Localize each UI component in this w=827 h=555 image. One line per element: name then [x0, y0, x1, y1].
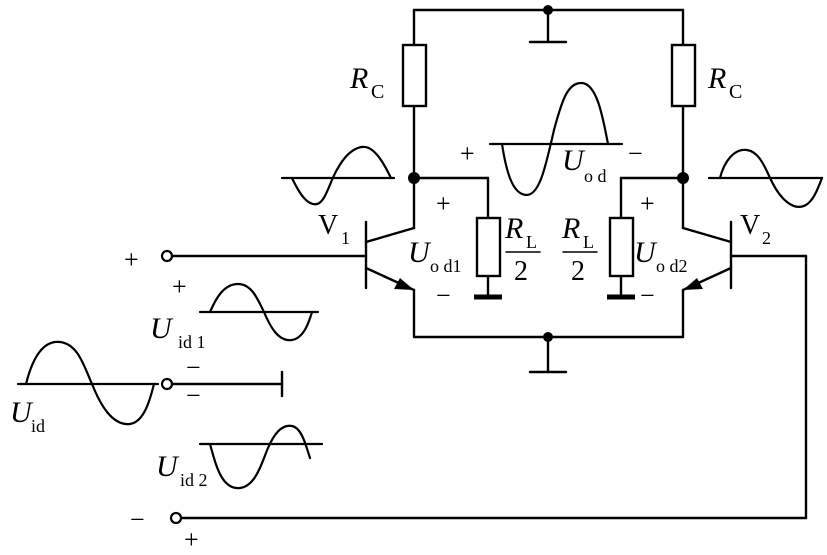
uod2-plus: +: [640, 189, 655, 218]
uid1-sub: id 1: [178, 332, 206, 352]
top-rail-junction: [543, 5, 553, 15]
left-collector-junction: [408, 172, 420, 184]
rl-right-sub: L: [583, 232, 594, 252]
rl-left-den: 2: [514, 256, 528, 287]
rl-right-resistor: [608, 216, 635, 278]
bottom-rail-junction: [543, 332, 553, 342]
uid-sub: id: [31, 416, 45, 436]
v1-sub: 1: [341, 228, 350, 248]
v1-emitter-arrow: [394, 278, 414, 290]
uod-label: U: [562, 144, 586, 177]
right-collector-junction: [677, 172, 689, 184]
rl-right-den: 2: [571, 256, 585, 287]
v2-emitter-arrow: [683, 278, 703, 290]
wave-uod: [500, 81, 610, 197]
rc-right-resistor: [670, 43, 697, 108]
uod1-plus: +: [436, 189, 451, 218]
circuit-wires: [170, 8, 808, 520]
wave-right-collector: [718, 148, 824, 208]
wave-uid2: [208, 424, 312, 490]
rc-left-sub: C: [371, 81, 384, 103]
wave-left-collector: [290, 145, 393, 206]
v1-label: V: [318, 210, 338, 241]
rc-right-sub: C: [729, 81, 742, 103]
wave-uid: [24, 340, 156, 426]
input-bottom-plus: +: [184, 525, 199, 554]
rc-left-label: R: [349, 62, 368, 95]
v2-label: V: [740, 210, 760, 241]
uid1-plus: +: [172, 272, 187, 301]
uid1-label: U: [150, 312, 174, 345]
uod-plus: +: [460, 139, 475, 168]
rl-right-label: R: [561, 212, 580, 245]
input-mid-sign: −: [186, 381, 201, 410]
v2-collector-lead: [681, 226, 733, 244]
input-terminal-top: [160, 249, 174, 263]
uid-label: U: [10, 396, 34, 429]
input-terminal-middle: [160, 377, 174, 391]
rc-right-label: R: [707, 62, 726, 95]
uid1-minus: −: [186, 353, 201, 382]
uod-minus: −: [628, 139, 643, 168]
uod1-label: U: [408, 236, 432, 269]
uod1-sub: o d1: [430, 256, 462, 276]
input-bottom-minus: −: [130, 505, 145, 534]
waveforms: [16, 81, 824, 490]
uid2-label: U: [156, 450, 180, 483]
rl-left-sub: L: [526, 232, 537, 252]
v1-collector-lead: [364, 226, 416, 244]
uod2-minus: −: [640, 281, 655, 310]
input-top-sign: +: [124, 245, 139, 274]
uod1-minus: −: [436, 281, 451, 310]
rc-left-resistor: [401, 43, 428, 108]
uod2-sub: o d2: [656, 256, 688, 276]
uid2-sub: id 2: [180, 470, 208, 490]
input-terminal-bottom: [169, 511, 183, 525]
uod2-label: U: [634, 236, 658, 269]
v2-sub: 2: [762, 228, 771, 248]
uod-sub: o d: [584, 166, 607, 186]
rl-left-label: R: [504, 212, 523, 245]
rl-left-resistor: [475, 216, 502, 278]
wave-uid1: [208, 282, 314, 342]
